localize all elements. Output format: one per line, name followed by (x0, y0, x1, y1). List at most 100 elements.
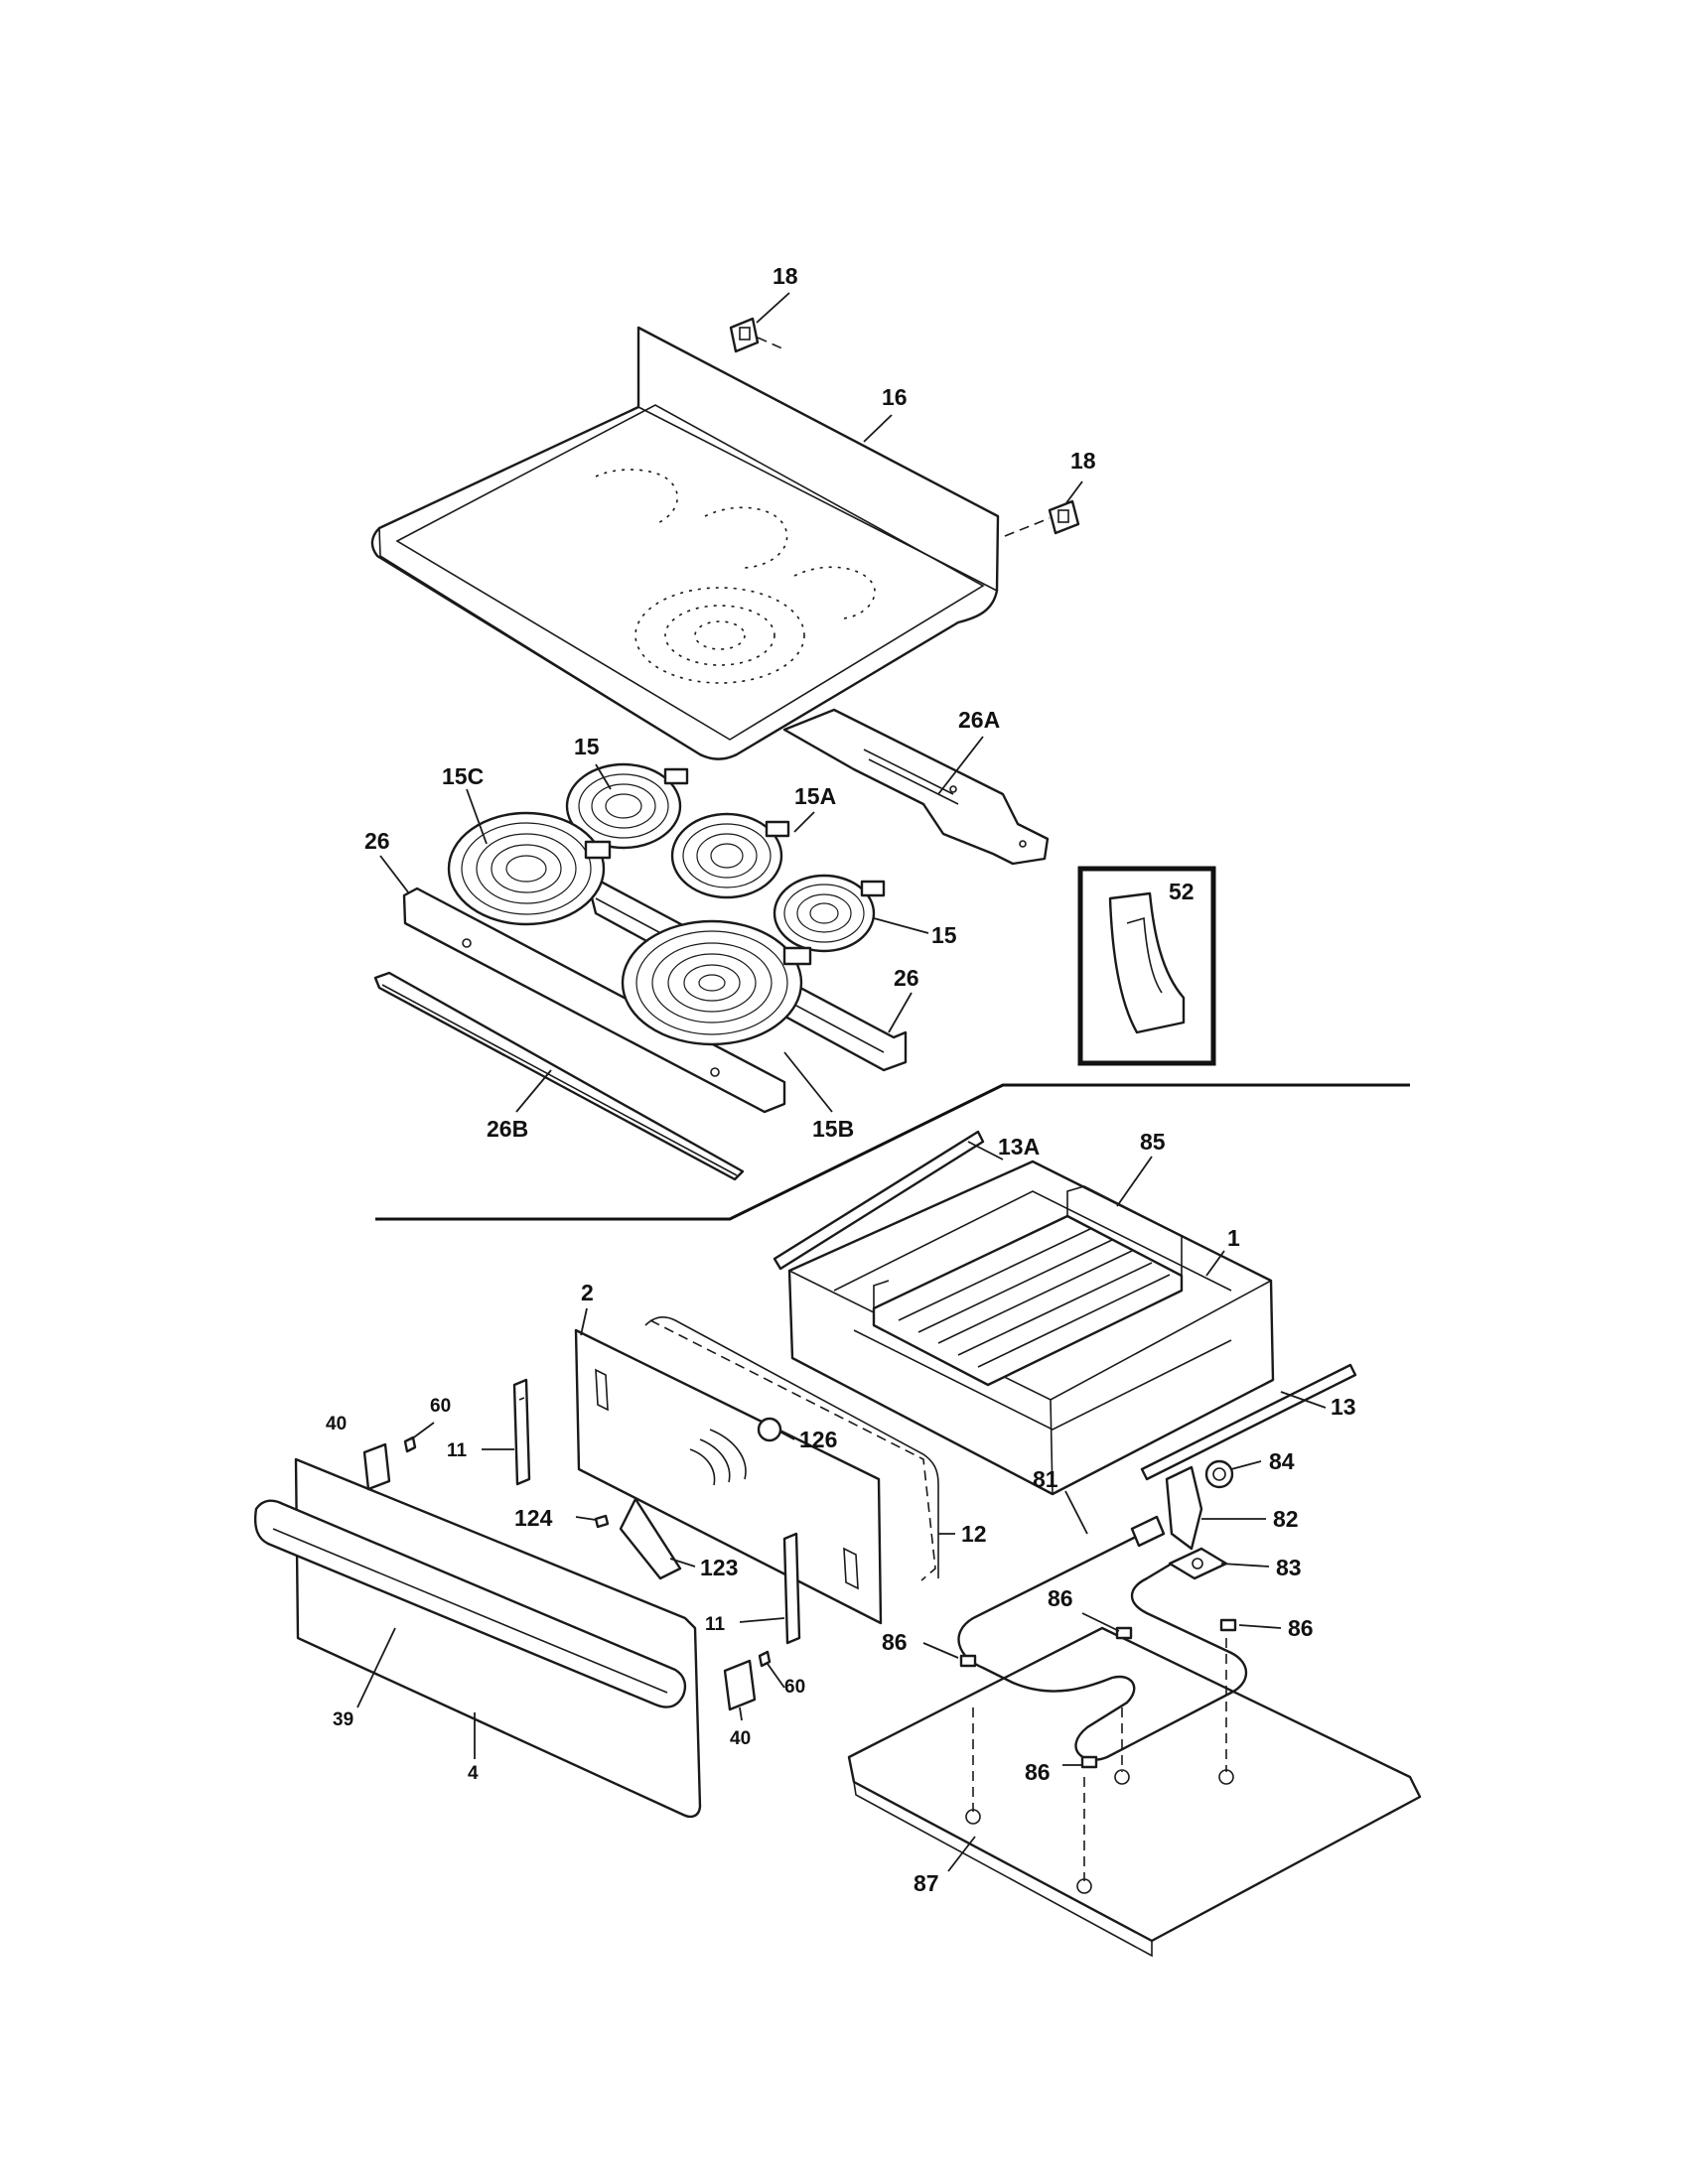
callout-26: 26 (364, 828, 390, 854)
callout-15: 15 (574, 734, 600, 759)
leader-86a (922, 1642, 959, 1659)
callout-86: 86 (1048, 1585, 1073, 1611)
callout-15: 15 (931, 922, 957, 948)
leader-15b (873, 917, 929, 934)
section-divider (375, 1083, 1410, 1221)
callout-52: 52 (1169, 879, 1195, 904)
callout-85: 85 (1140, 1129, 1166, 1155)
callout-13: 13 (1331, 1394, 1356, 1420)
clip-86-c (1219, 1618, 1237, 1632)
callout-26a: 26A (958, 707, 1000, 733)
screw-124 (594, 1514, 610, 1529)
callout-86: 86 (882, 1629, 908, 1655)
callout-4: 4 (468, 1763, 479, 1784)
leader-15C (466, 788, 488, 845)
callout-15c: 15C (442, 763, 484, 789)
leader-39 (356, 1627, 396, 1708)
callout-18: 18 (1070, 448, 1096, 474)
drawer-bottom-plate (847, 1626, 1422, 1958)
bracket-83 (1168, 1547, 1228, 1580)
leader-18b (1064, 480, 1083, 505)
deflector-123 (619, 1497, 682, 1580)
leader-26B (515, 1069, 552, 1113)
leader-60b (767, 1663, 785, 1689)
bracket-18-left (729, 317, 785, 353)
drawer-rail-13a (773, 1130, 985, 1271)
slide-bracket-11-upper (512, 1378, 531, 1486)
knob-126 (757, 1417, 782, 1442)
burner-15b (621, 919, 812, 1046)
screw-60-left (403, 1435, 417, 1453)
callout-84: 84 (1269, 1448, 1295, 1474)
callout-81: 81 (1033, 1466, 1058, 1492)
bracket-40-left (362, 1442, 391, 1491)
callout-39: 39 (333, 1709, 353, 1730)
heating-element-81 (957, 1515, 1248, 1761)
callout-15a: 15A (794, 783, 836, 809)
callout-11: 11 (447, 1440, 468, 1461)
leader-26A (937, 736, 984, 795)
screw-60-right (758, 1650, 772, 1668)
leader-18a (756, 292, 790, 324)
slide-bracket-11-lower (782, 1532, 801, 1645)
leader-86b (1081, 1612, 1120, 1632)
part-52-box (1077, 866, 1216, 1066)
callout-40: 40 (730, 1728, 751, 1749)
callout-15b: 15B (812, 1116, 854, 1142)
leader-2 (580, 1307, 588, 1336)
callout-18: 18 (773, 263, 798, 289)
callout-86: 86 (1288, 1615, 1314, 1641)
bracket-40-right (723, 1659, 757, 1711)
wire-harness-26a (782, 708, 1050, 866)
leader-11b (739, 1617, 785, 1623)
cooktop-glass (370, 326, 1000, 760)
callout-26b: 26B (487, 1116, 528, 1142)
leader-84 (1230, 1460, 1262, 1470)
drawer-rack (872, 1185, 1184, 1387)
leader-15a (595, 763, 612, 790)
leader-15A (793, 811, 815, 833)
burner-15a (670, 812, 790, 899)
callout-82: 82 (1273, 1506, 1299, 1532)
callout-16: 16 (882, 384, 908, 410)
leader-16 (863, 414, 893, 443)
callout-11: 11 (705, 1614, 726, 1635)
callout-40: 40 (326, 1414, 347, 1434)
bracket-18-right (1004, 499, 1080, 537)
callout-26: 26 (894, 965, 919, 991)
leader-126 (778, 1431, 795, 1440)
burner-support-26b (373, 971, 745, 1181)
leader-15B (783, 1051, 833, 1113)
leader-26b (888, 992, 913, 1033)
callout-124: 124 (514, 1505, 553, 1531)
clip-86-a (959, 1654, 977, 1668)
burner-15-rear (565, 762, 689, 850)
leader-13A (967, 1141, 1004, 1160)
callout-83: 83 (1276, 1555, 1302, 1580)
clip-86-d (1080, 1755, 1098, 1769)
drawer-rail-13 (1140, 1363, 1357, 1481)
callout-2: 2 (581, 1280, 594, 1305)
callout-13a: 13A (998, 1134, 1040, 1160)
drawer-front-panel (254, 1457, 702, 1819)
leader-83 (1220, 1563, 1270, 1568)
leader-40b (739, 1706, 743, 1721)
callout-60: 60 (784, 1677, 805, 1698)
callout-126: 126 (799, 1427, 837, 1452)
burner-15-right (773, 874, 886, 953)
leader-85 (1116, 1156, 1153, 1207)
callout-123: 123 (700, 1555, 738, 1580)
callout-87: 87 (914, 1870, 939, 1896)
callout-12: 12 (961, 1521, 987, 1547)
leader-60a (410, 1422, 435, 1440)
leader-87 (947, 1836, 976, 1872)
leader-13 (1280, 1391, 1327, 1409)
thermostat-84 (1204, 1459, 1234, 1489)
gasket-12-outline (644, 1315, 939, 1578)
clip-86-b (1115, 1626, 1133, 1640)
callout-60: 60 (430, 1396, 451, 1417)
leader-86c (1238, 1624, 1282, 1629)
burner-15c (447, 811, 612, 926)
callout-86: 86 (1025, 1759, 1051, 1785)
